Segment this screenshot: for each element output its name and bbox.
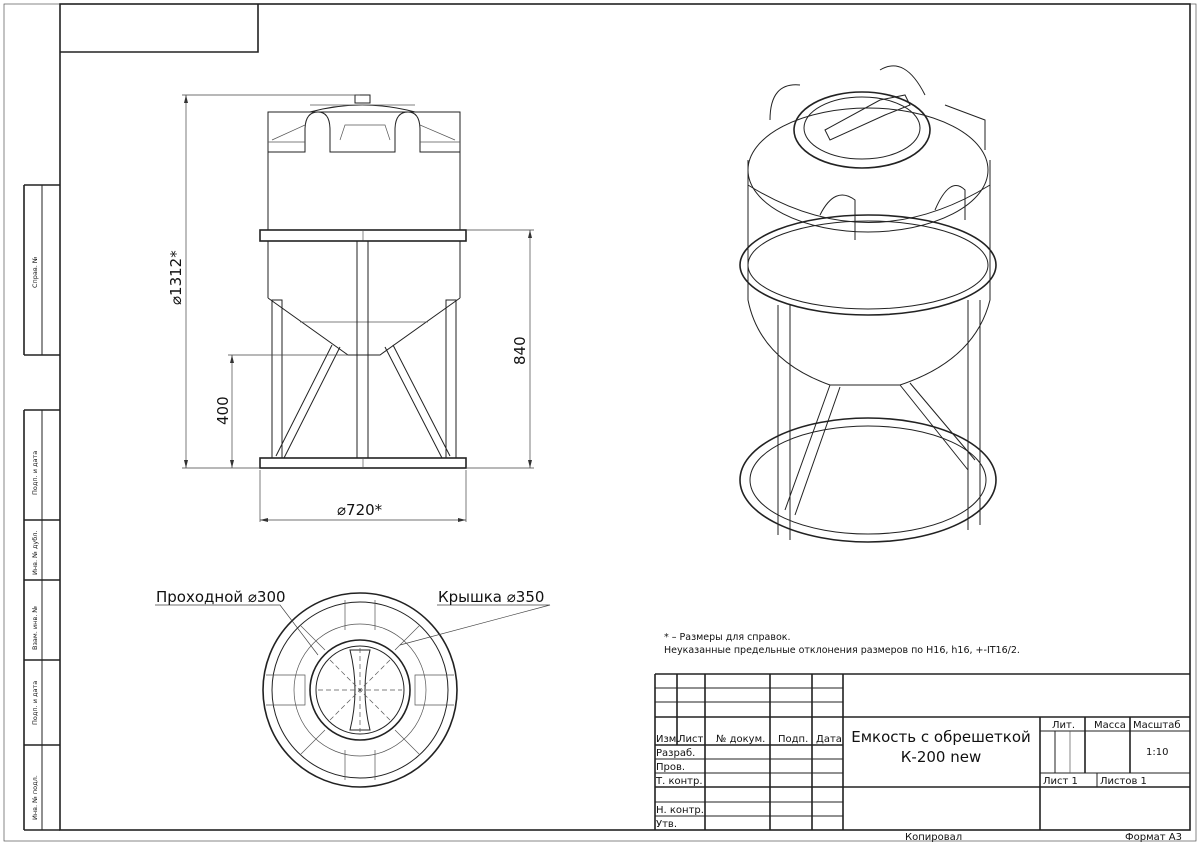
lit-label: Лит. — [1052, 720, 1075, 731]
row-razrab: Разраб. — [656, 748, 695, 759]
sheets-total: Листов 1 — [1100, 776, 1147, 787]
inv-podl-label: Инв. № подл. — [31, 775, 39, 820]
vzam-inv-label: Взам. инв. № — [31, 606, 39, 650]
podp-data-label-2: Подп. и дата — [31, 681, 39, 725]
inv-dubl-label: Инв. № дубл. — [31, 531, 39, 575]
sprav-label: Справ. № — [31, 256, 39, 288]
note-line-2: Неуказанные предельные отклонения размер… — [664, 645, 1020, 656]
row-n-kontr: Н. контр. — [656, 805, 704, 816]
row-utv: Утв. — [656, 819, 677, 830]
side-strip-labels: Справ. № Подп. и дата Инв. № дубл. Взам.… — [31, 256, 39, 820]
podp-data-label: Подп. и дата — [31, 451, 39, 495]
mass-label: Масса — [1094, 720, 1126, 731]
top-view: Проходной ⌀300 Крышка ⌀350 — [155, 588, 551, 788]
copied-label: Копировал — [905, 832, 962, 843]
title-block: Изм. Лист № докум. Подп. Дата Разраб. Пр… — [654, 673, 1190, 843]
header-date: Дата — [816, 734, 842, 745]
header-signature: Подп. — [778, 734, 808, 745]
scale-value: 1:10 — [1146, 747, 1168, 758]
document-title-line-1: Емкость с обрешеткой — [851, 728, 1031, 746]
height-total-dimension: ⌀1312* — [167, 250, 185, 305]
header-doc-number: № докум. — [716, 734, 765, 745]
format-label: Формат А3 — [1125, 832, 1182, 843]
frame-height-dimension: 840 — [511, 336, 529, 365]
header-izm: Изм. — [656, 734, 680, 745]
row-t-kontr: Т. контр. — [655, 776, 703, 787]
row-prov: Пров. — [656, 762, 685, 773]
lid-label: Крышка ⌀350 — [438, 588, 544, 606]
frame-diameter-dimension: ⌀720* — [337, 501, 383, 519]
scale-label: Масштаб — [1133, 720, 1181, 731]
drawing-frame — [3, 3, 1197, 842]
isometric-view — [739, 65, 997, 543]
cone-height-dimension: 400 — [214, 396, 232, 425]
note-line-1: * – Размеры для справок. — [664, 632, 791, 643]
sheet-number: Лист 1 — [1043, 776, 1078, 787]
front-view-dimensions: ⌀1312* 840 400 ⌀720* — [167, 94, 534, 522]
header-list: Лист — [678, 734, 704, 745]
document-title-line-2: К-200 new — [901, 748, 981, 766]
front-view — [259, 94, 467, 469]
manhole-label: Проходной ⌀300 — [156, 588, 286, 606]
